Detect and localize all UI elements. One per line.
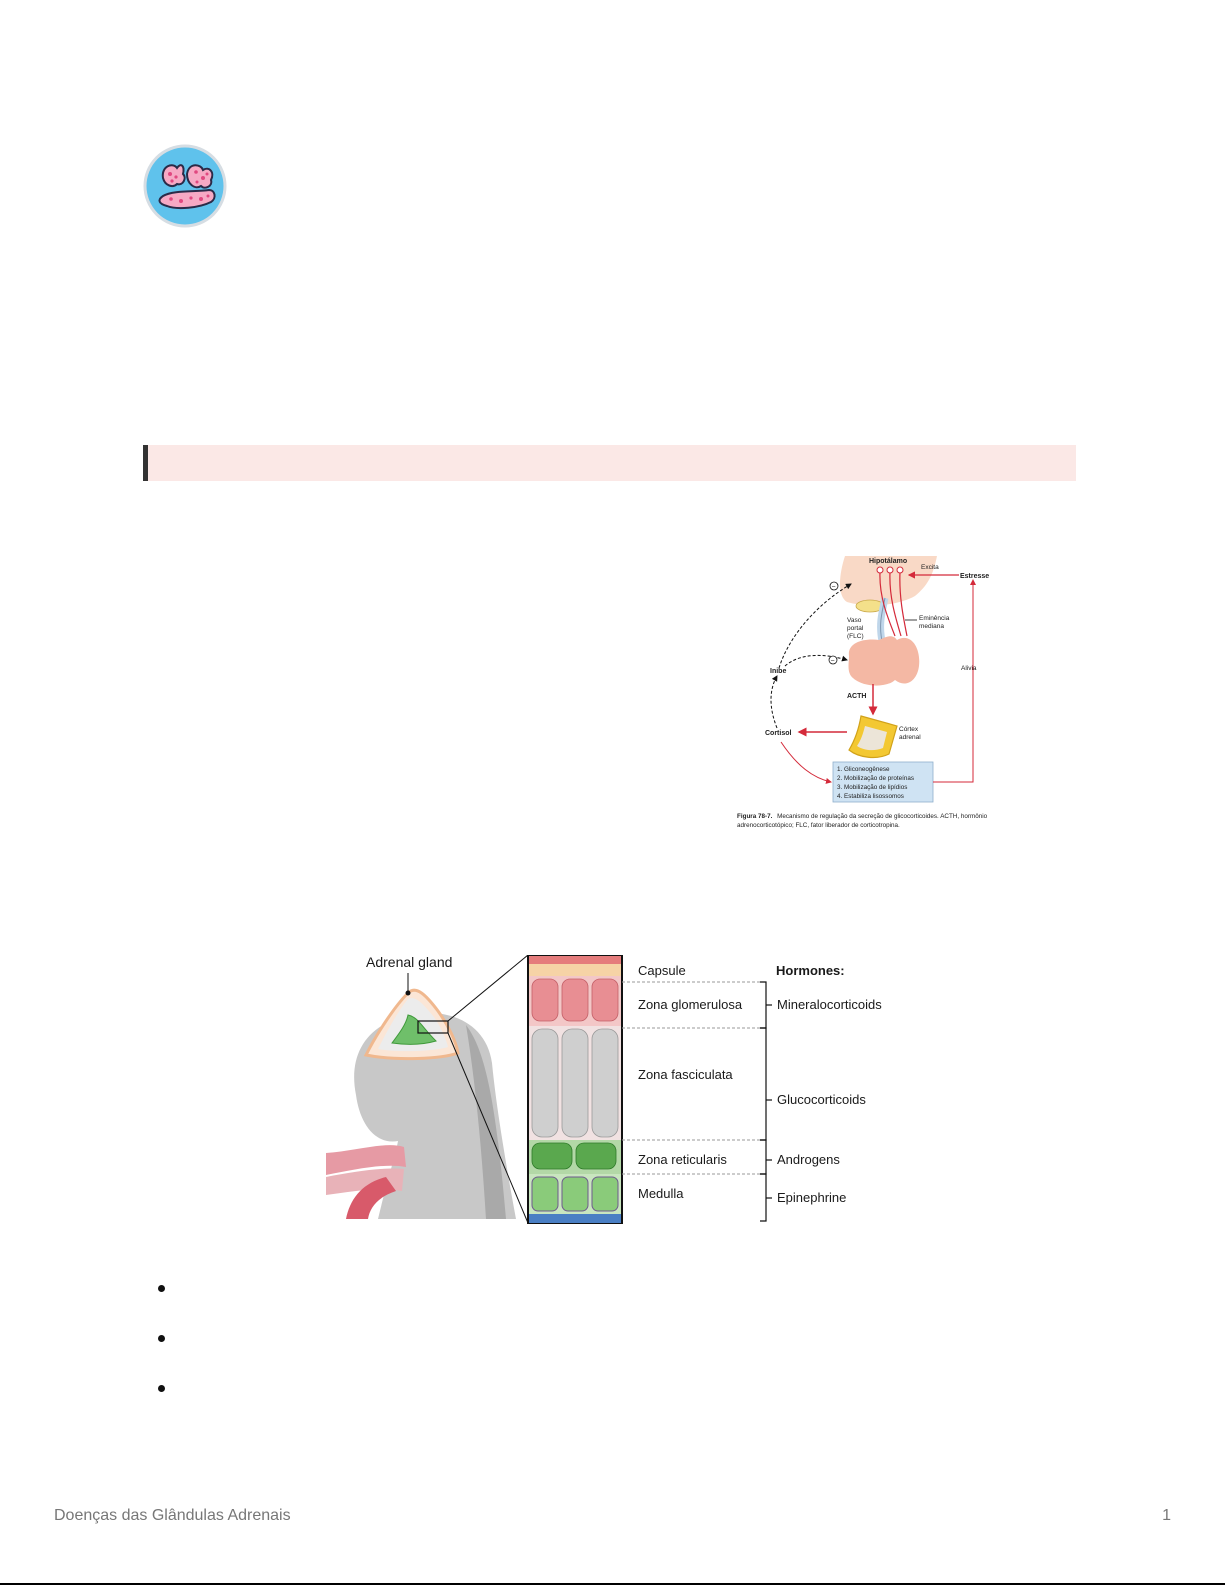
bottom-divider — [0, 1583, 1225, 1585]
callout-accent-bar — [143, 445, 148, 481]
hypothalamus-shape — [840, 556, 937, 606]
zone-label-glomerulosa: Zona glomerulosa — [638, 997, 743, 1012]
footer-page-number: 1 — [1162, 1507, 1171, 1524]
bullet-icon — [158, 1385, 165, 1392]
zoom-box — [417, 1020, 449, 1034]
hpa-axis-figure: Hipotálamo Excita Estresse Vaso portal (… — [737, 556, 1037, 846]
minus-sign: − — [831, 658, 835, 665]
figure-caption-line2: adrenocorticotópico; FLC, fator liberado… — [737, 822, 900, 829]
pituitary-shape — [848, 636, 920, 686]
label-cortex-adrenal: Córtex adrenal — [899, 726, 921, 741]
callout-block — [143, 445, 1076, 481]
zone-label-reticularis: Zona reticularis — [638, 1152, 727, 1167]
effects-box — [832, 761, 934, 803]
label-vaso-portal: Vaso portal (FLC) — [847, 617, 865, 640]
histology-column — [527, 954, 623, 1224]
bullet-icon — [158, 1285, 165, 1292]
zone-label-fasciculata: Zona fasciculata — [638, 1067, 733, 1082]
label-inibe: Inibe — [770, 668, 786, 675]
hormones-header: Hormones: — [776, 963, 845, 978]
minus-sign: − — [832, 584, 836, 591]
label-estresse: Estresse — [960, 573, 989, 580]
adrenal-gland-figure: Adrenal gland — [326, 954, 908, 1235]
label-hipotalamo: Hipotálamo — [869, 558, 907, 565]
figure-caption-line1: Figura 78-7. Mecanismo de regulação da s… — [737, 813, 988, 820]
label-eminencia: Eminência mediana — [919, 615, 951, 630]
zone-label-medulla: Medulla — [638, 1186, 684, 1201]
zone-label-capsule: Capsule — [638, 963, 686, 978]
footer-document-title: Doenças das Glândulas Adrenais — [54, 1507, 291, 1524]
label-excita: Excita — [921, 564, 939, 571]
label-adrenal-gland: Adrenal gland — [366, 955, 452, 970]
hormone-label-mineralocorticoids: Mineralocorticoids — [777, 997, 882, 1012]
effects-list: 1. Gliconeogênese 2. Mobilização de prot… — [837, 766, 916, 800]
label-acth: ACTH — [847, 693, 866, 700]
hormone-label-epinephrine: Epinephrine — [777, 1190, 846, 1205]
hormone-label-glucocorticoids: Glucocorticoids — [777, 1092, 866, 1107]
hormone-label-androgens: Androgens — [777, 1152, 840, 1167]
page-icon — [143, 144, 227, 228]
label-cortisol: Cortisol — [765, 730, 792, 737]
bullet-icon — [158, 1335, 165, 1342]
label-alivia: Alivia — [961, 665, 977, 672]
